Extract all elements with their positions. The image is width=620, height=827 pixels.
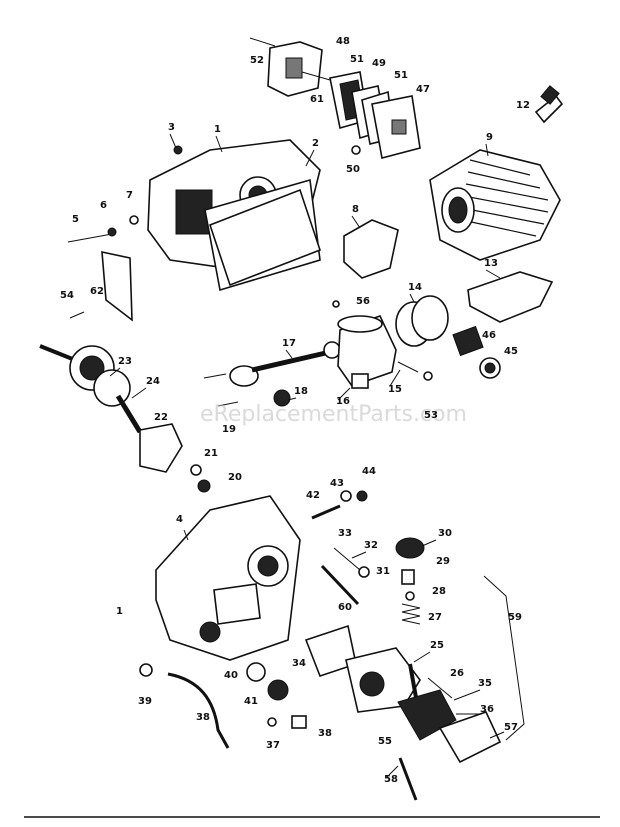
callout-40: 40 [224, 670, 238, 681]
callout-56: 56 [356, 296, 370, 307]
callout-43: 43 [330, 478, 344, 489]
callout-48: 48 [336, 36, 350, 47]
callout-18: 18 [294, 386, 308, 397]
callout-13: 13 [484, 258, 498, 269]
callout-52: 52 [250, 55, 264, 66]
callout-19: 19 [222, 424, 236, 435]
callout-14: 14 [408, 282, 422, 293]
callout-17: 17 [282, 338, 296, 349]
callout-4: 4 [176, 514, 183, 525]
callout-46: 46 [482, 330, 496, 341]
callout-55: 55 [378, 736, 392, 747]
callout-labels: 52 48 51 49 51 47 61 50 12 3 1 2 9 7 6 5… [60, 36, 530, 785]
callout-39: 39 [138, 696, 152, 707]
callout-21: 21 [204, 448, 218, 459]
callout-31: 31 [376, 566, 390, 577]
callout-36: 36 [480, 704, 494, 715]
callout-8: 8 [352, 204, 359, 215]
oil-line [139, 662, 307, 749]
lower-crankcase [155, 495, 301, 661]
callout-45: 45 [504, 346, 518, 357]
callout-20: 20 [228, 472, 242, 483]
callout-12: 12 [516, 100, 530, 111]
spark-plug [534, 85, 564, 124]
callout-30: 30 [438, 528, 452, 539]
callout-57: 57 [504, 722, 518, 733]
group-bracket [483, 575, 525, 741]
leader-lines [109, 133, 505, 779]
callout-1: 1 [214, 124, 221, 135]
callout-22: 22 [154, 412, 168, 423]
callout-60: 60 [338, 602, 352, 613]
callout-26: 26 [450, 668, 464, 679]
callout-27: 27 [428, 612, 442, 623]
bearings [452, 325, 501, 379]
callout-7: 7 [126, 190, 133, 201]
callout-24: 24 [146, 376, 160, 387]
callout-38: 38 [318, 728, 332, 739]
callout-35: 35 [478, 678, 492, 689]
callout-62: 62 [90, 286, 104, 297]
piston-assembly [332, 295, 449, 389]
callout-54: 54 [60, 290, 74, 301]
watermark: eReplacementParts.com [200, 402, 467, 427]
callout-15: 15 [388, 384, 402, 395]
callout-51: 51 [394, 70, 408, 81]
callout-29: 29 [436, 556, 450, 567]
callout-47: 47 [416, 84, 430, 95]
crankshaft [39, 344, 143, 434]
callout-32: 32 [364, 540, 378, 551]
callout-28: 28 [432, 586, 446, 597]
callout-58: 58 [384, 774, 398, 785]
callout-42: 42 [306, 490, 320, 501]
callout-6: 6 [100, 200, 107, 211]
exhaust-plate [467, 271, 554, 323]
callout-25: 25 [430, 640, 444, 651]
callout-49: 49 [372, 58, 386, 69]
callout-34: 34 [292, 658, 306, 669]
callout-1: 1 [116, 606, 123, 617]
callout-44: 44 [362, 466, 376, 477]
cylinder [429, 149, 561, 261]
callout-41: 41 [244, 696, 258, 707]
callout-5: 5 [72, 214, 79, 225]
crankcase-gasket [209, 188, 321, 287]
callout-61: 61 [310, 94, 324, 105]
oil-pump-parts [304, 537, 502, 801]
connecting-rod [203, 341, 341, 407]
callout-50: 50 [346, 164, 360, 175]
callout-16: 16 [336, 396, 350, 407]
cover-plate-assembly [249, 37, 421, 159]
callout-53: 53 [424, 410, 438, 421]
cylinder-gasket [343, 219, 399, 279]
callout-38: 38 [196, 712, 210, 723]
callout-3: 3 [168, 122, 175, 133]
stud-bolts [311, 490, 368, 520]
callout-9: 9 [486, 132, 493, 143]
callout-33: 33 [338, 528, 352, 539]
callout-37: 37 [266, 740, 280, 751]
callout-2: 2 [312, 138, 319, 149]
intake-gasket [139, 423, 211, 493]
callout-59: 59 [508, 612, 522, 623]
bolts-left [67, 145, 183, 322]
callout-23: 23 [118, 356, 132, 367]
callout-51: 51 [350, 54, 364, 65]
